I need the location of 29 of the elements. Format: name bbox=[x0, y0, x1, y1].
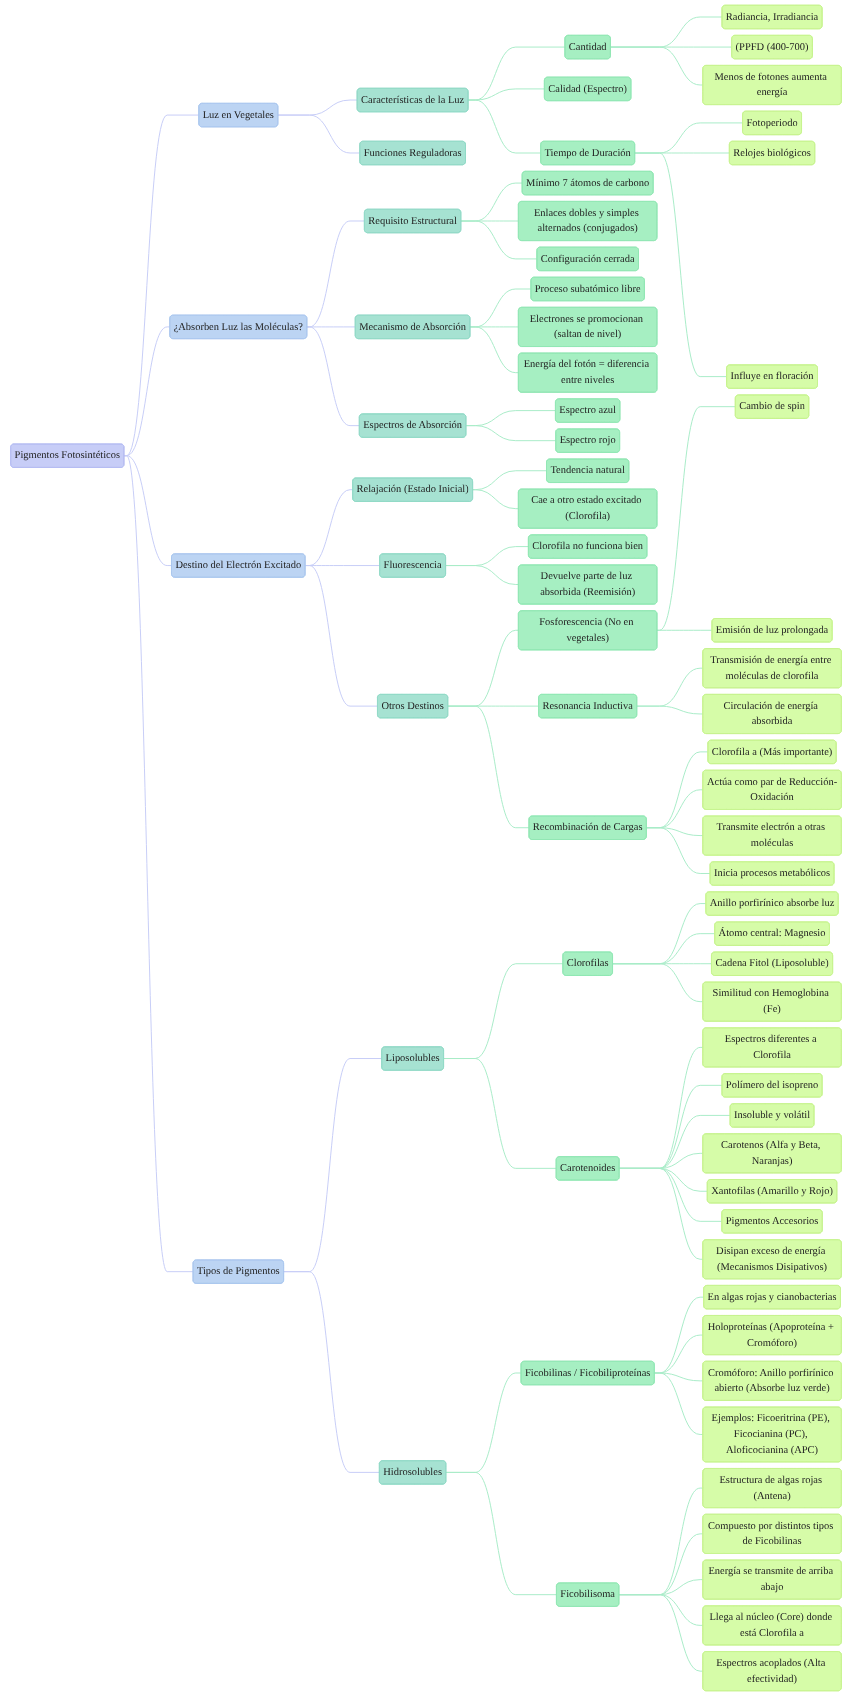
connector bbox=[283, 1271, 380, 1473]
connector bbox=[445, 1471, 557, 1596]
connector bbox=[618, 1167, 704, 1260]
connector bbox=[460, 220, 538, 260]
connector bbox=[443, 1058, 557, 1169]
connector bbox=[304, 565, 378, 707]
connector bbox=[123, 326, 171, 457]
connector bbox=[610, 46, 704, 86]
connector bbox=[123, 455, 172, 567]
connector bbox=[306, 326, 360, 427]
connector bbox=[445, 565, 519, 585]
connector bbox=[653, 1372, 704, 1435]
connector bbox=[123, 455, 194, 1273]
connector bbox=[472, 489, 519, 510]
connector bbox=[634, 152, 728, 378]
connector bbox=[306, 326, 356, 328]
connector bbox=[469, 326, 519, 374]
connector bbox=[636, 705, 704, 715]
connector bbox=[467, 99, 542, 154]
connector bbox=[465, 425, 557, 442]
connector bbox=[306, 220, 365, 328]
connector bbox=[612, 963, 704, 1003]
connector bbox=[656, 629, 713, 631]
connector bbox=[618, 1594, 704, 1672]
connector bbox=[447, 705, 530, 829]
connector bbox=[123, 114, 200, 457]
connector bbox=[656, 406, 736, 631]
connector bbox=[645, 827, 711, 874]
connector bbox=[277, 114, 361, 154]
